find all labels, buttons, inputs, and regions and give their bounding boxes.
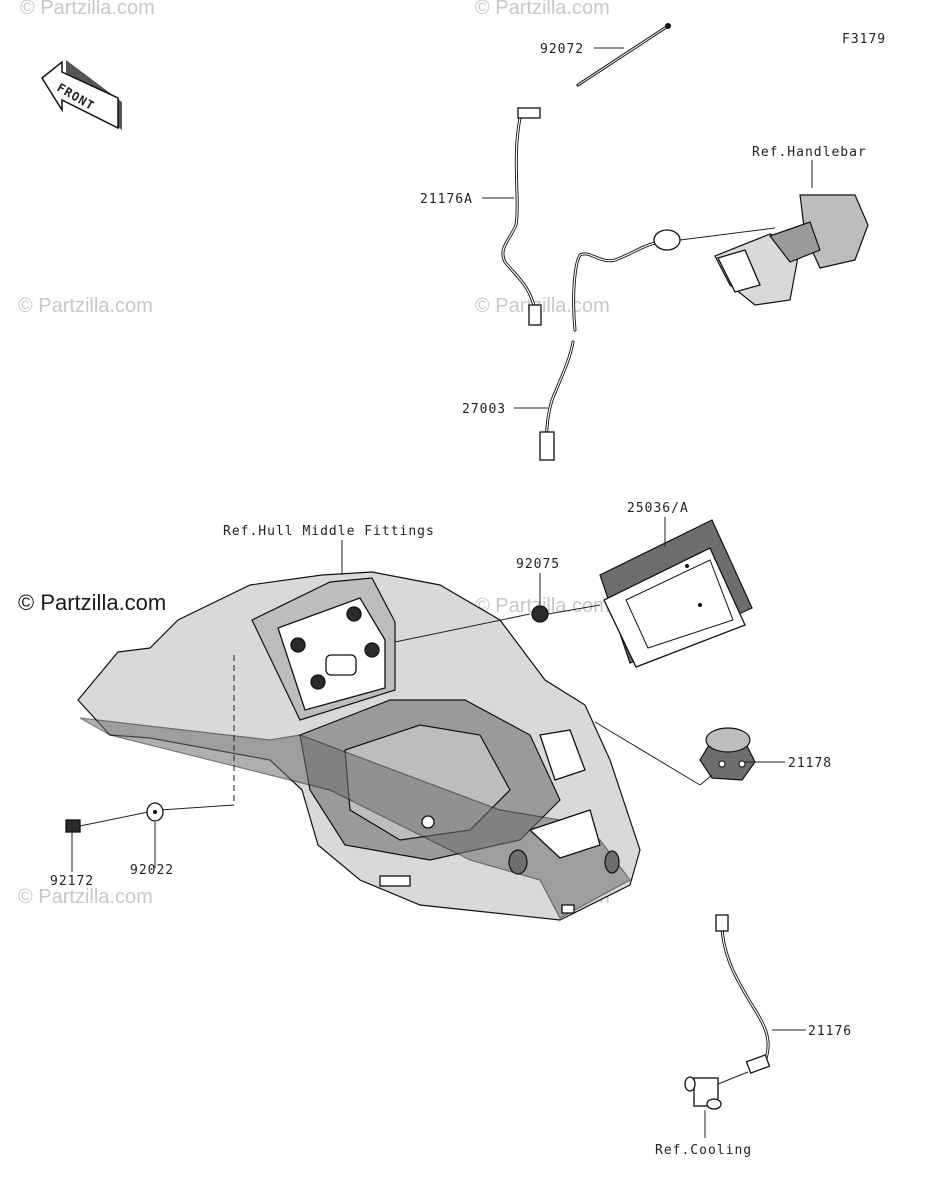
handlebar-ref-illustration	[572, 194, 869, 332]
label-21178: 21178	[788, 756, 832, 771]
label-ref-handlebar: Ref.Handlebar	[752, 145, 867, 160]
label-92072: 92072	[540, 42, 584, 57]
leader-line	[699, 774, 713, 786]
label-ref-hull-middle-fittings: Ref.Hull Middle Fittings	[223, 524, 435, 539]
front-arrow-icon: FRONT	[41, 60, 122, 130]
leader-line	[594, 721, 701, 786]
part-21178-switch	[699, 727, 756, 781]
watermark-prominent: © Partzilla.com	[18, 590, 166, 615]
part-92075-grommet	[531, 604, 601, 623]
part-27003-wire	[539, 340, 575, 461]
label-ref-cooling: Ref.Cooling	[655, 1143, 752, 1158]
part-92172-bolt	[65, 811, 149, 833]
label-92075: 92075	[516, 557, 560, 572]
hull-middle-fittings-illustration	[77, 571, 641, 921]
leader-line	[159, 804, 235, 811]
part-21176-wire	[715, 914, 771, 1074]
label-92172: 92172	[50, 874, 94, 889]
part-25036A-meter	[599, 519, 753, 668]
label-21176: 21176	[808, 1024, 852, 1039]
part-92072-strap	[576, 23, 671, 87]
label-92022: 92022	[130, 863, 174, 878]
label-27003: 27003	[462, 402, 506, 417]
label-21176A: 21176A	[420, 192, 473, 207]
cooling-ref-illustration	[684, 1071, 749, 1110]
part-92022-washer	[146, 802, 164, 822]
watermark: © Partzilla.com	[20, 0, 155, 19]
watermark: © Partzilla.com	[18, 886, 153, 908]
watermark: © Partzilla.com	[475, 0, 610, 19]
part-21176A-wire	[501, 107, 542, 326]
watermark: © Partzilla.com	[475, 295, 610, 317]
leader-line	[394, 613, 531, 643]
figure-code: F3179	[842, 32, 886, 47]
label-25036A: 25036/A	[627, 501, 689, 516]
watermark: © Partzilla.com	[18, 295, 153, 317]
